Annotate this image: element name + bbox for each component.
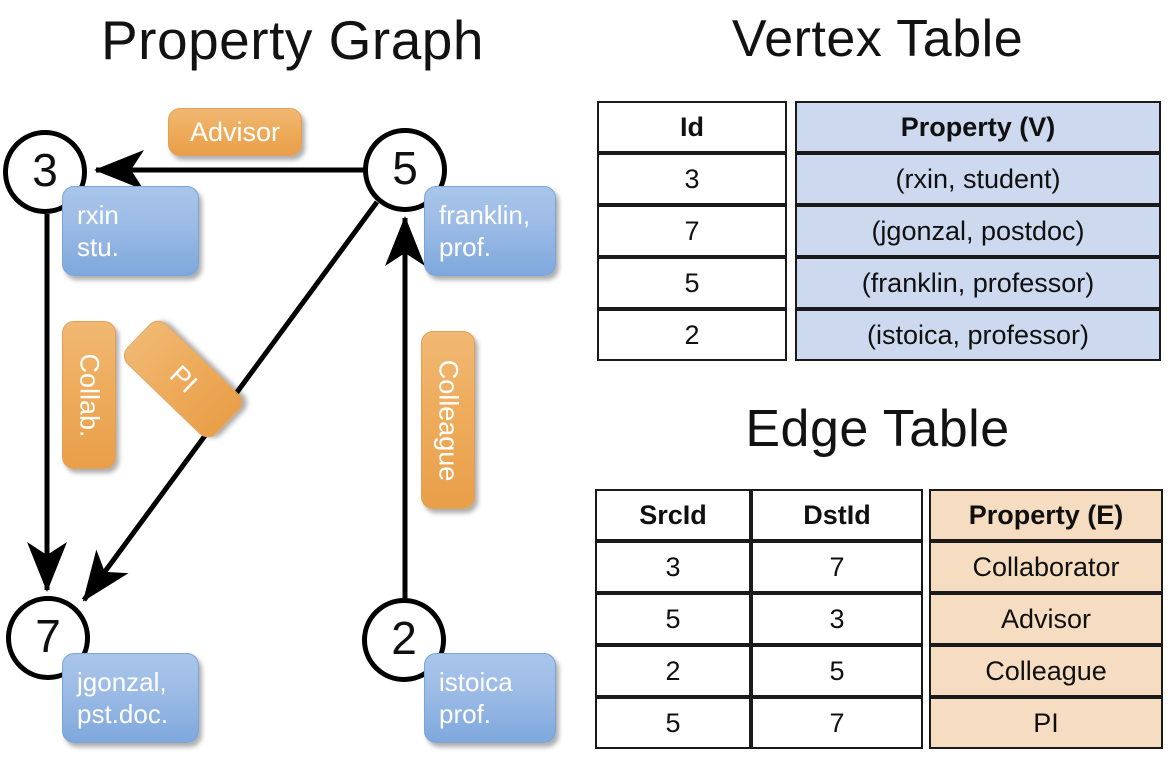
- vertex-header-property: Property (V): [795, 101, 1161, 153]
- vertex-cell-property: (rxin, student): [795, 153, 1161, 205]
- edge-table: SrcId DstId Property (E) 3 7 Collaborato…: [595, 489, 1163, 749]
- vertex-cell-property: (istoica, professor): [795, 309, 1161, 361]
- edge-cell-src: 5: [595, 697, 751, 749]
- vertex-table-column-gap: [787, 153, 795, 205]
- edge-label-box-advisor[interactable]: Advisor: [168, 108, 302, 156]
- edge-cell-property: Collaborator: [929, 541, 1163, 593]
- vertex-table-column-gap: [787, 309, 795, 361]
- vertex-label-box-istoica[interactable]: istoica prof.: [424, 653, 556, 743]
- edge-cell-src: 2: [595, 645, 751, 697]
- table-row[interactable]: 2 (istoica, professor): [597, 309, 1161, 361]
- vertex-cell-id: 2: [597, 309, 787, 361]
- table-row[interactable]: 5 3 Advisor: [595, 593, 1163, 645]
- graph-node-7-id: 7: [35, 610, 61, 662]
- vertex-table-header-row: Id Property (V): [597, 101, 1161, 153]
- edge-cell-dst: 7: [751, 541, 923, 593]
- edge-label-pi-text: PI: [163, 358, 203, 399]
- table-row[interactable]: 2 5 Colleague: [595, 645, 1163, 697]
- edge-cell-src: 5: [595, 593, 751, 645]
- vertex-cell-property: (franklin, professor): [795, 257, 1161, 309]
- edge-cell-dst: 5: [751, 645, 923, 697]
- table-row[interactable]: 7 (jgonzal, postdoc): [597, 205, 1161, 257]
- graph-node-5-id: 5: [392, 142, 418, 194]
- edge-cell-property: PI: [929, 697, 1163, 749]
- edge-table-column-gap: [923, 541, 929, 593]
- edge-table-column-gap: [923, 697, 929, 749]
- edge-table-column-gap: [923, 489, 929, 541]
- graph-node-5[interactable]: 5: [363, 128, 447, 212]
- table-row[interactable]: 3 7 Collaborator: [595, 541, 1163, 593]
- vertex-cell-id: 5: [597, 257, 787, 309]
- page-title-property-graph: Property Graph: [100, 9, 484, 71]
- edge-cell-src: 3: [595, 541, 751, 593]
- table-row[interactable]: 5 (franklin, professor): [597, 257, 1161, 309]
- edge-header-dstid: DstId: [751, 489, 923, 541]
- page-title-edge-table: Edge Table: [745, 400, 1010, 458]
- table-row[interactable]: 3 (rxin, student): [597, 153, 1161, 205]
- vertex-header-id: Id: [597, 101, 787, 153]
- vertex-label-box-jgonzal[interactable]: jgonzal, pst.doc.: [62, 653, 199, 743]
- edge-cell-property: Advisor: [929, 593, 1163, 645]
- vertex-label-box-rxin[interactable]: rxin stu.: [62, 186, 199, 276]
- property-graph-diagram: 3 5 7 2 rxin stu. franklin, prof. jgonza…: [3, 108, 556, 743]
- vertex-cell-property: (jgonzal, postdoc): [795, 205, 1161, 257]
- edge-table-header-row: SrcId DstId Property (E): [595, 489, 1163, 541]
- vertex-table-column-gap: [787, 257, 795, 309]
- edge-label-colleague-text: Colleague: [433, 359, 464, 481]
- vertex-table-column-gap: [787, 205, 795, 257]
- edge-label-advisor-text: Advisor: [189, 116, 281, 147]
- edge-header-srcid: SrcId: [595, 489, 751, 541]
- edge-cell-dst: 7: [751, 697, 923, 749]
- graph-node-3-id: 3: [32, 144, 58, 196]
- vertex-cell-id: 7: [597, 205, 787, 257]
- edge-cell-dst: 3: [751, 593, 923, 645]
- edge-label-box-collab[interactable]: Collab.: [62, 321, 116, 469]
- edge-header-property: Property (E): [929, 489, 1163, 541]
- table-row[interactable]: 5 7 PI: [595, 697, 1163, 749]
- graph-node-2[interactable]: 2: [362, 598, 446, 682]
- edge-cell-property: Colleague: [929, 645, 1163, 697]
- edge-label-box-colleague[interactable]: Colleague: [421, 331, 475, 509]
- vertex-cell-id: 3: [597, 153, 787, 205]
- graph-node-2-id: 2: [391, 612, 417, 664]
- vertex-table: Id Property (V) 3 (rxin, student) 7 (jgo…: [597, 101, 1161, 361]
- vertex-label-box-franklin[interactable]: franklin, prof.: [424, 186, 556, 276]
- edge-table-column-gap: [923, 645, 929, 697]
- edge-table-column-gap: [923, 593, 929, 645]
- page-title-vertex-table: Vertex Table: [731, 10, 1024, 68]
- edge-label-collab-text: Collab.: [74, 352, 105, 438]
- vertex-table-column-gap: [787, 101, 795, 153]
